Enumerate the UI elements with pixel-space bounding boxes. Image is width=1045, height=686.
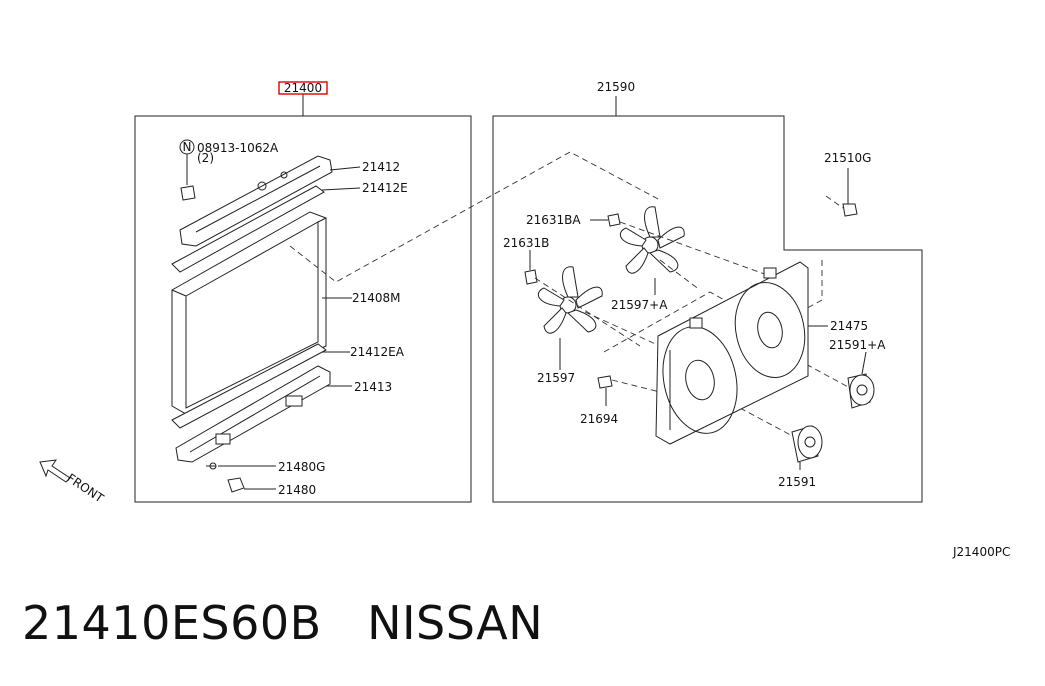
bolt-21694 — [597, 375, 613, 389]
assembly-label-21590[interactable]: 21590 — [597, 80, 635, 94]
radiator-group: 21400 N 08913-1062A (2) 21412 — [134, 81, 472, 503]
part-label-fastener[interactable]: 08913-1062A — [197, 141, 279, 155]
part-label-21412EA[interactable]: 21412EA — [350, 345, 405, 359]
part-label-fastener-qty: (2) — [197, 151, 214, 165]
part-label-21480[interactable]: 21480 — [278, 483, 316, 497]
tank-fitting — [285, 395, 303, 407]
part-label-21597[interactable]: 21597 — [537, 371, 575, 385]
fan-group-frame — [492, 115, 923, 503]
part-label-21475[interactable]: 21475 — [830, 319, 868, 333]
nut-part — [180, 185, 196, 201]
nut-21631B — [524, 269, 538, 285]
drain-plug-21480 — [227, 477, 245, 493]
part-label-21412[interactable]: 21412 — [362, 160, 400, 174]
part-label-21591-A[interactable]: 21591+A — [829, 338, 886, 352]
part-title: 21410ES60B NISSAN — [22, 596, 543, 650]
alignment-guide — [289, 151, 661, 283]
assembly-label-21400[interactable]: 21400 — [284, 81, 322, 95]
part-label-21591[interactable]: 21591 — [778, 475, 816, 489]
fan-shroud-21475 — [655, 261, 809, 445]
assembly-highlight-box[interactable] — [278, 81, 328, 95]
brand-name: NISSAN — [367, 596, 544, 650]
part-label-21480G[interactable]: 21480G — [278, 460, 325, 474]
part-label-21631B[interactable]: 21631B — [503, 236, 549, 250]
part-label-21631BA[interactable]: 21631BA — [526, 213, 581, 227]
part-label-21694[interactable]: 21694 — [580, 412, 618, 426]
part-label-21413[interactable]: 21413 — [354, 380, 392, 394]
lower-seal-21412EA — [171, 343, 327, 429]
fan-motor-21591 — [791, 425, 823, 463]
part-label-21412E[interactable]: 21412E — [362, 181, 408, 195]
front-arrow-icon — [39, 459, 71, 483]
diagram-code: J21400PC — [952, 545, 1010, 559]
upper-seal-21412E — [171, 185, 325, 273]
part-label-21408M[interactable]: 21408M — [352, 291, 401, 305]
part-number: 21410ES60B — [22, 596, 322, 650]
nut-21631BA — [607, 213, 621, 227]
part-label-21597-A[interactable]: 21597+A — [611, 298, 668, 312]
fan-motor-21591-A — [847, 373, 875, 409]
drain-gasket-21480G — [209, 462, 217, 470]
upper-bracket-21412 — [179, 155, 333, 247]
fan-blade-21597 — [537, 266, 603, 334]
bolt-21510G — [842, 203, 858, 217]
fan-group: 21590 21510G 21631BA 21631B 21597+A — [492, 80, 923, 503]
front-label: FRONT — [64, 471, 106, 506]
nut-symbol-label: N — [183, 140, 192, 154]
front-direction-indicator: FRONT — [39, 459, 107, 506]
fan-blade-21597-A — [619, 206, 685, 274]
part-label-21510G[interactable]: 21510G — [824, 151, 871, 165]
